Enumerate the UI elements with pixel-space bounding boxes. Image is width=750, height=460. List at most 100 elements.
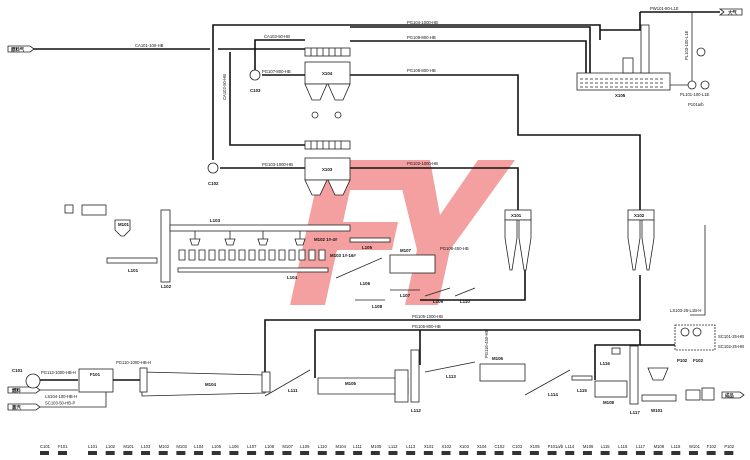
pipe-labels: CA101-100-HB CA103-50-HB PG107-800-HB CA… [41, 6, 744, 406]
svg-text:蒸汽: 蒸汽 [12, 404, 21, 411]
legend-tag: L101 [88, 444, 98, 449]
svg-text:L105: L105 [362, 245, 373, 250]
legend-name-mark [494, 451, 504, 455]
svg-text:燃料: 燃料 [12, 387, 21, 394]
svg-text:L106: L106 [360, 281, 371, 286]
legend-tag: L117 [636, 444, 646, 449]
elevator-l117: L117 [629, 345, 640, 415]
legend-tag: L102 [106, 444, 116, 449]
svg-text:F102: F102 [693, 358, 704, 363]
legend-tag: C103 [512, 444, 523, 449]
legend-name-mark [123, 451, 133, 455]
svg-text:PG109-800-HB: PG109-800-HB [407, 35, 436, 40]
fan-c102: C102 [207, 162, 219, 186]
legend-name-mark [423, 451, 433, 455]
legend-name-mark [406, 451, 416, 455]
conveyor-l111 [264, 369, 311, 397]
svg-text:SC103-50-HB-P: SC103-50-HB-P [45, 401, 75, 406]
svg-text:PW101-80-L1E: PW101-80-L1E [650, 6, 679, 11]
legend-tag: X105 [530, 444, 540, 449]
legend-name-mark [317, 451, 327, 455]
svg-text:P101a/b: P101a/b [688, 102, 704, 107]
svg-text:PL101-100-L1E: PL101-100-L1E [680, 92, 710, 97]
legend-tag: P101a/b [548, 444, 564, 449]
legend-name-mark [547, 451, 557, 455]
gas-pipe-network [28, 11, 720, 381]
baghouse-x104: X104 [304, 47, 351, 119]
legend-tag: P102 [724, 444, 734, 449]
legend-name-mark [194, 451, 204, 455]
legend-name-mark [370, 451, 380, 455]
legend-tag: L114 [565, 444, 575, 449]
svg-text:PG110-1000-HB-H: PG110-1000-HB-H [116, 360, 151, 365]
legend-name-mark [176, 451, 186, 455]
legend-name-mark [476, 451, 486, 455]
scrubber-tank-x105: X105 [576, 12, 710, 98]
legend-name-mark [300, 451, 310, 455]
cooler-m105: M105 [317, 369, 409, 403]
legend-name-mark [158, 451, 168, 455]
conveyor-l113 [424, 361, 476, 373]
elevator-l112: L112 [410, 349, 421, 413]
svg-text:PG107-800-HB: PG107-800-HB [262, 69, 291, 74]
coating-drum-m108: M108 L116 [594, 347, 628, 405]
conveyor-l111-label: L111 [288, 388, 298, 393]
legend-tag: L107 [247, 444, 257, 449]
svg-text:L117: L117 [630, 410, 640, 415]
svg-text:PG105-800-HB: PG105-800-HB [412, 324, 441, 329]
legend-tag: L116 [618, 444, 628, 449]
legend-name-mark [459, 451, 469, 455]
legend-name-mark [247, 451, 257, 455]
legend-tag: M102 [159, 444, 170, 449]
svg-text:X101: X101 [511, 213, 522, 218]
svg-text:SC101-25-HB: SC101-25-HB [718, 334, 744, 339]
legend-tag: L112 [388, 444, 398, 449]
svg-text:X103: X103 [322, 167, 333, 172]
legend-tag: L109 [300, 444, 310, 449]
exhaust-outlet: 大气 [718, 8, 743, 16]
svg-text:M107: M107 [400, 248, 412, 253]
svg-text:L109: L109 [433, 299, 444, 304]
svg-text:M102 1#-4#: M102 1#-4# [314, 237, 338, 242]
legend-tag: M101 [123, 444, 134, 449]
legend-tag: X103 [459, 444, 469, 449]
svg-text:SC102-25-HB: SC102-25-HB [718, 344, 744, 349]
legend-tag: L105 [212, 444, 222, 449]
burner-f101: F101 [78, 368, 114, 393]
svg-text:成品: 成品 [725, 392, 734, 399]
screen-m106: M106 [479, 356, 526, 382]
svg-text:M106: M106 [492, 356, 504, 361]
legend-tag: X104 [477, 444, 487, 449]
legend-name-mark [512, 451, 522, 455]
legend-name-mark [335, 451, 345, 455]
feed-section: M101 L101 L102 L103 M102 1#-4# M103 1#-1… [64, 204, 476, 309]
fuel-inlet: 燃料 [7, 386, 78, 394]
svg-text:CA102-50-HB: CA102-50-HB [222, 74, 227, 100]
legend-name-mark [635, 451, 645, 455]
legend-name-mark [600, 451, 610, 455]
svg-text:M101: M101 [118, 222, 130, 227]
legend-name-mark [653, 451, 663, 455]
svg-text:L107: L107 [400, 293, 411, 298]
air-inlet: 原料气 [7, 45, 35, 53]
legend-tag: X102 [442, 444, 452, 449]
packing-machine-w101: W101 [641, 367, 677, 413]
svg-text:C103: C103 [250, 88, 261, 93]
conveyor-l114-label: L114 [548, 392, 558, 397]
legend-name-mark [565, 451, 575, 455]
legend-tag: L118 [671, 444, 681, 449]
svg-text:X104: X104 [322, 71, 333, 76]
legend-tag: C102 [495, 444, 506, 449]
legend-tag: M106 [583, 444, 594, 449]
legend-tag: L113 [406, 444, 416, 449]
conveyor-l113-label: L113 [446, 374, 456, 379]
legend-name-mark [88, 451, 97, 455]
legend-name-mark [353, 451, 363, 455]
svg-text:F101: F101 [90, 372, 101, 377]
svg-text:C102: C102 [208, 181, 219, 186]
injection-unit: P102 F102 [640, 225, 716, 363]
legend-name-mark [441, 451, 451, 455]
svg-text:L103: L103 [210, 218, 221, 223]
legend-name-mark [582, 451, 592, 455]
